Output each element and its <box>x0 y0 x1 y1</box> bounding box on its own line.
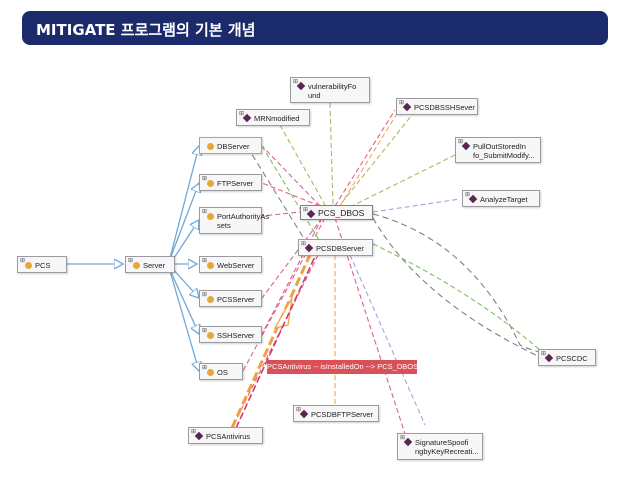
expand-icon[interactable]: ⊞ <box>239 111 245 117</box>
node-label: WebServer <box>217 261 255 270</box>
individual-node-analyzetarget[interactable]: ⊞ AnalyzeTarget <box>462 190 540 207</box>
expand-icon[interactable]: ⊞ <box>293 79 299 85</box>
node-label: PCSDBServer <box>316 244 364 253</box>
class-node-dbserver[interactable]: DBServer <box>199 137 262 154</box>
node-label: PCS <box>35 261 51 270</box>
expand-icon[interactable]: ⊞ <box>400 435 406 441</box>
individual-node-pcsantivirus[interactable]: ⊞ PCSAntivirus <box>188 427 263 444</box>
expand-icon[interactable]: ⊞ <box>458 139 464 145</box>
class-icon <box>25 262 32 269</box>
individual-node-mrnmodified[interactable]: ⊞ MRNmodified <box>236 109 310 126</box>
expand-icon[interactable]: ⊞ <box>202 258 208 264</box>
class-icon <box>207 180 214 187</box>
individual-node-pcs-dbos[interactable]: ⊞ PCS_DBOS <box>300 205 373 220</box>
individual-icon <box>468 194 478 204</box>
individual-node-signaturespoofing[interactable]: ⊞ SignatureSpoofi ngbyKeyRecreati... <box>397 433 483 460</box>
expand-icon[interactable]: ⊞ <box>202 328 208 334</box>
expand-icon[interactable]: ⊞ <box>128 258 134 264</box>
expand-icon[interactable]: ⊞ <box>465 192 471 198</box>
class-node-webserver[interactable]: ⊞ WebServer <box>199 256 262 273</box>
node-label: SignatureSpoofi ngbyKeyRecreati... <box>415 438 479 456</box>
node-label: SSHServer <box>217 331 255 340</box>
class-icon <box>207 262 214 269</box>
individual-icon <box>544 353 554 363</box>
individual-node-pulloutstoredinfo[interactable]: ⊞ PullOutStoredIn fo_SubmitModify... <box>455 137 541 163</box>
individual-node-pcsdbsshsever[interactable]: ⊞ PCSDBSSHSever <box>396 98 478 115</box>
class-icon <box>207 143 214 150</box>
individual-icon <box>299 409 309 419</box>
expand-icon[interactable]: ⊞ <box>202 365 208 371</box>
expand-icon[interactable]: ⊞ <box>541 351 547 357</box>
class-node-os[interactable]: ⊞ OS <box>199 363 243 380</box>
individual-node-pcsdbftpserver[interactable]: ⊞ PCSDBFTPServer <box>293 405 379 422</box>
individual-icon <box>403 437 413 447</box>
individual-icon <box>194 431 204 441</box>
class-icon <box>207 213 214 220</box>
class-icon <box>207 296 214 303</box>
expand-icon[interactable]: ⊞ <box>296 407 302 413</box>
title-banner: MITIGATE 프로그램의 기본 개념 <box>22 11 608 45</box>
expand-icon[interactable]: ⊞ <box>191 429 197 435</box>
expand-icon[interactable]: ⊞ <box>301 241 307 247</box>
node-label: AnalyzeTarget <box>480 195 528 204</box>
individual-node-pcscdc[interactable]: ⊞ PCSCDC <box>538 349 596 366</box>
node-label: PCSAntivirus <box>206 432 251 441</box>
expand-icon[interactable]: ⊞ <box>202 209 208 215</box>
page-title: MITIGATE 프로그램의 기본 개념 <box>36 21 256 39</box>
individual-node-vulnerabilityfound[interactable]: ⊞ vulnerabilityFo und <box>290 77 370 103</box>
class-icon <box>207 332 214 339</box>
class-icon <box>207 369 214 376</box>
node-label: PCSCDC <box>556 354 588 363</box>
class-node-pcs[interactable]: ⊞ PCS <box>17 256 67 273</box>
individual-icon <box>242 113 252 123</box>
class-node-sshserver[interactable]: ⊞ SSHServer <box>199 326 262 343</box>
expand-icon[interactable]: ⊞ <box>20 258 26 264</box>
node-label: PCSServer <box>217 295 255 304</box>
individual-node-pcsdbserver[interactable]: ⊞ PCSDBServer <box>298 239 373 256</box>
class-node-server[interactable]: ⊞ Server <box>125 256 175 273</box>
node-label: Server <box>143 261 166 270</box>
class-node-pcsserver[interactable]: ⊞ PCSServer <box>199 290 262 307</box>
expand-icon[interactable]: ⊞ <box>399 100 405 106</box>
expand-icon[interactable]: ⊞ <box>202 292 208 298</box>
individual-icon <box>461 141 471 151</box>
expand-icon[interactable]: ⊞ <box>202 176 208 182</box>
node-label: DBServer <box>217 142 250 151</box>
node-label: PortAuthorityAs sets <box>217 212 270 230</box>
edge-tooltip: PCSAntivirus -- isInstalledOn --> PCS_DB… <box>267 360 418 374</box>
class-node-portauthorityassets[interactable]: ⊞ PortAuthorityAs sets <box>199 207 270 234</box>
expand-icon[interactable]: ⊞ <box>303 207 309 213</box>
class-node-ftpserver[interactable]: ⊞ FTPServer <box>199 174 262 191</box>
individual-icon <box>306 209 316 219</box>
node-label: PCS_DBOS <box>318 208 365 218</box>
individual-icon <box>296 81 306 91</box>
node-label: PCSDBFTPServer <box>311 410 374 419</box>
class-icon <box>133 262 140 269</box>
individual-icon <box>402 102 412 112</box>
node-label: vulnerabilityFo und <box>308 82 357 100</box>
node-label: PullOutStoredIn fo_SubmitModify... <box>473 142 535 160</box>
node-label: OS <box>217 368 228 377</box>
node-label: MRNmodified <box>254 114 300 123</box>
individual-icon <box>304 243 314 253</box>
node-label: FTPServer <box>217 179 254 188</box>
node-label: PCSDBSSHSever <box>414 103 475 112</box>
